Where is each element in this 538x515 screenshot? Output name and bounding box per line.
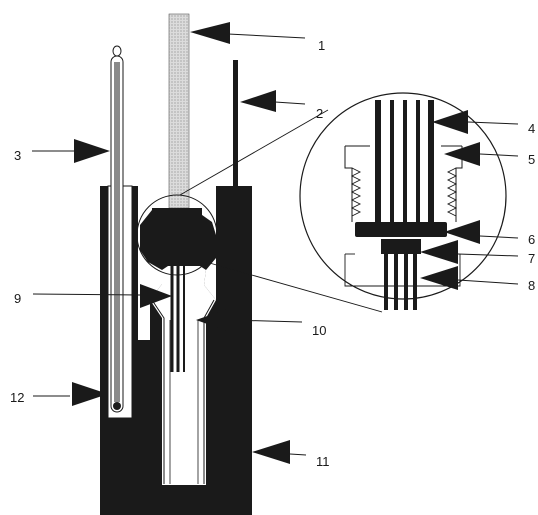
leaders	[32, 22, 519, 464]
detail-source-circle	[136, 194, 218, 276]
stippled-rod	[168, 13, 190, 209]
callout-7: 7	[528, 251, 535, 266]
wire-rod	[233, 60, 238, 187]
callout-3: 3	[14, 148, 21, 163]
callout-1: 1	[318, 38, 325, 53]
callout-8: 8	[528, 278, 535, 293]
detail-contents	[344, 100, 463, 310]
callout-6: 6	[528, 232, 535, 247]
callout-2: 2	[316, 106, 323, 121]
callout-4: 4	[528, 121, 535, 136]
callout-12: 12	[10, 390, 24, 405]
callout-labels: 1 2 3 4 5 6 7 8 9 10 11 12	[10, 38, 535, 469]
callout-10: 10	[312, 323, 326, 338]
callout-9: 9	[14, 291, 21, 306]
thermometer-bulb	[113, 402, 121, 410]
callout-5: 5	[528, 152, 535, 167]
callout-11: 11	[316, 454, 330, 469]
sample-holder	[152, 208, 202, 260]
thermometer-top-loop	[112, 45, 122, 57]
